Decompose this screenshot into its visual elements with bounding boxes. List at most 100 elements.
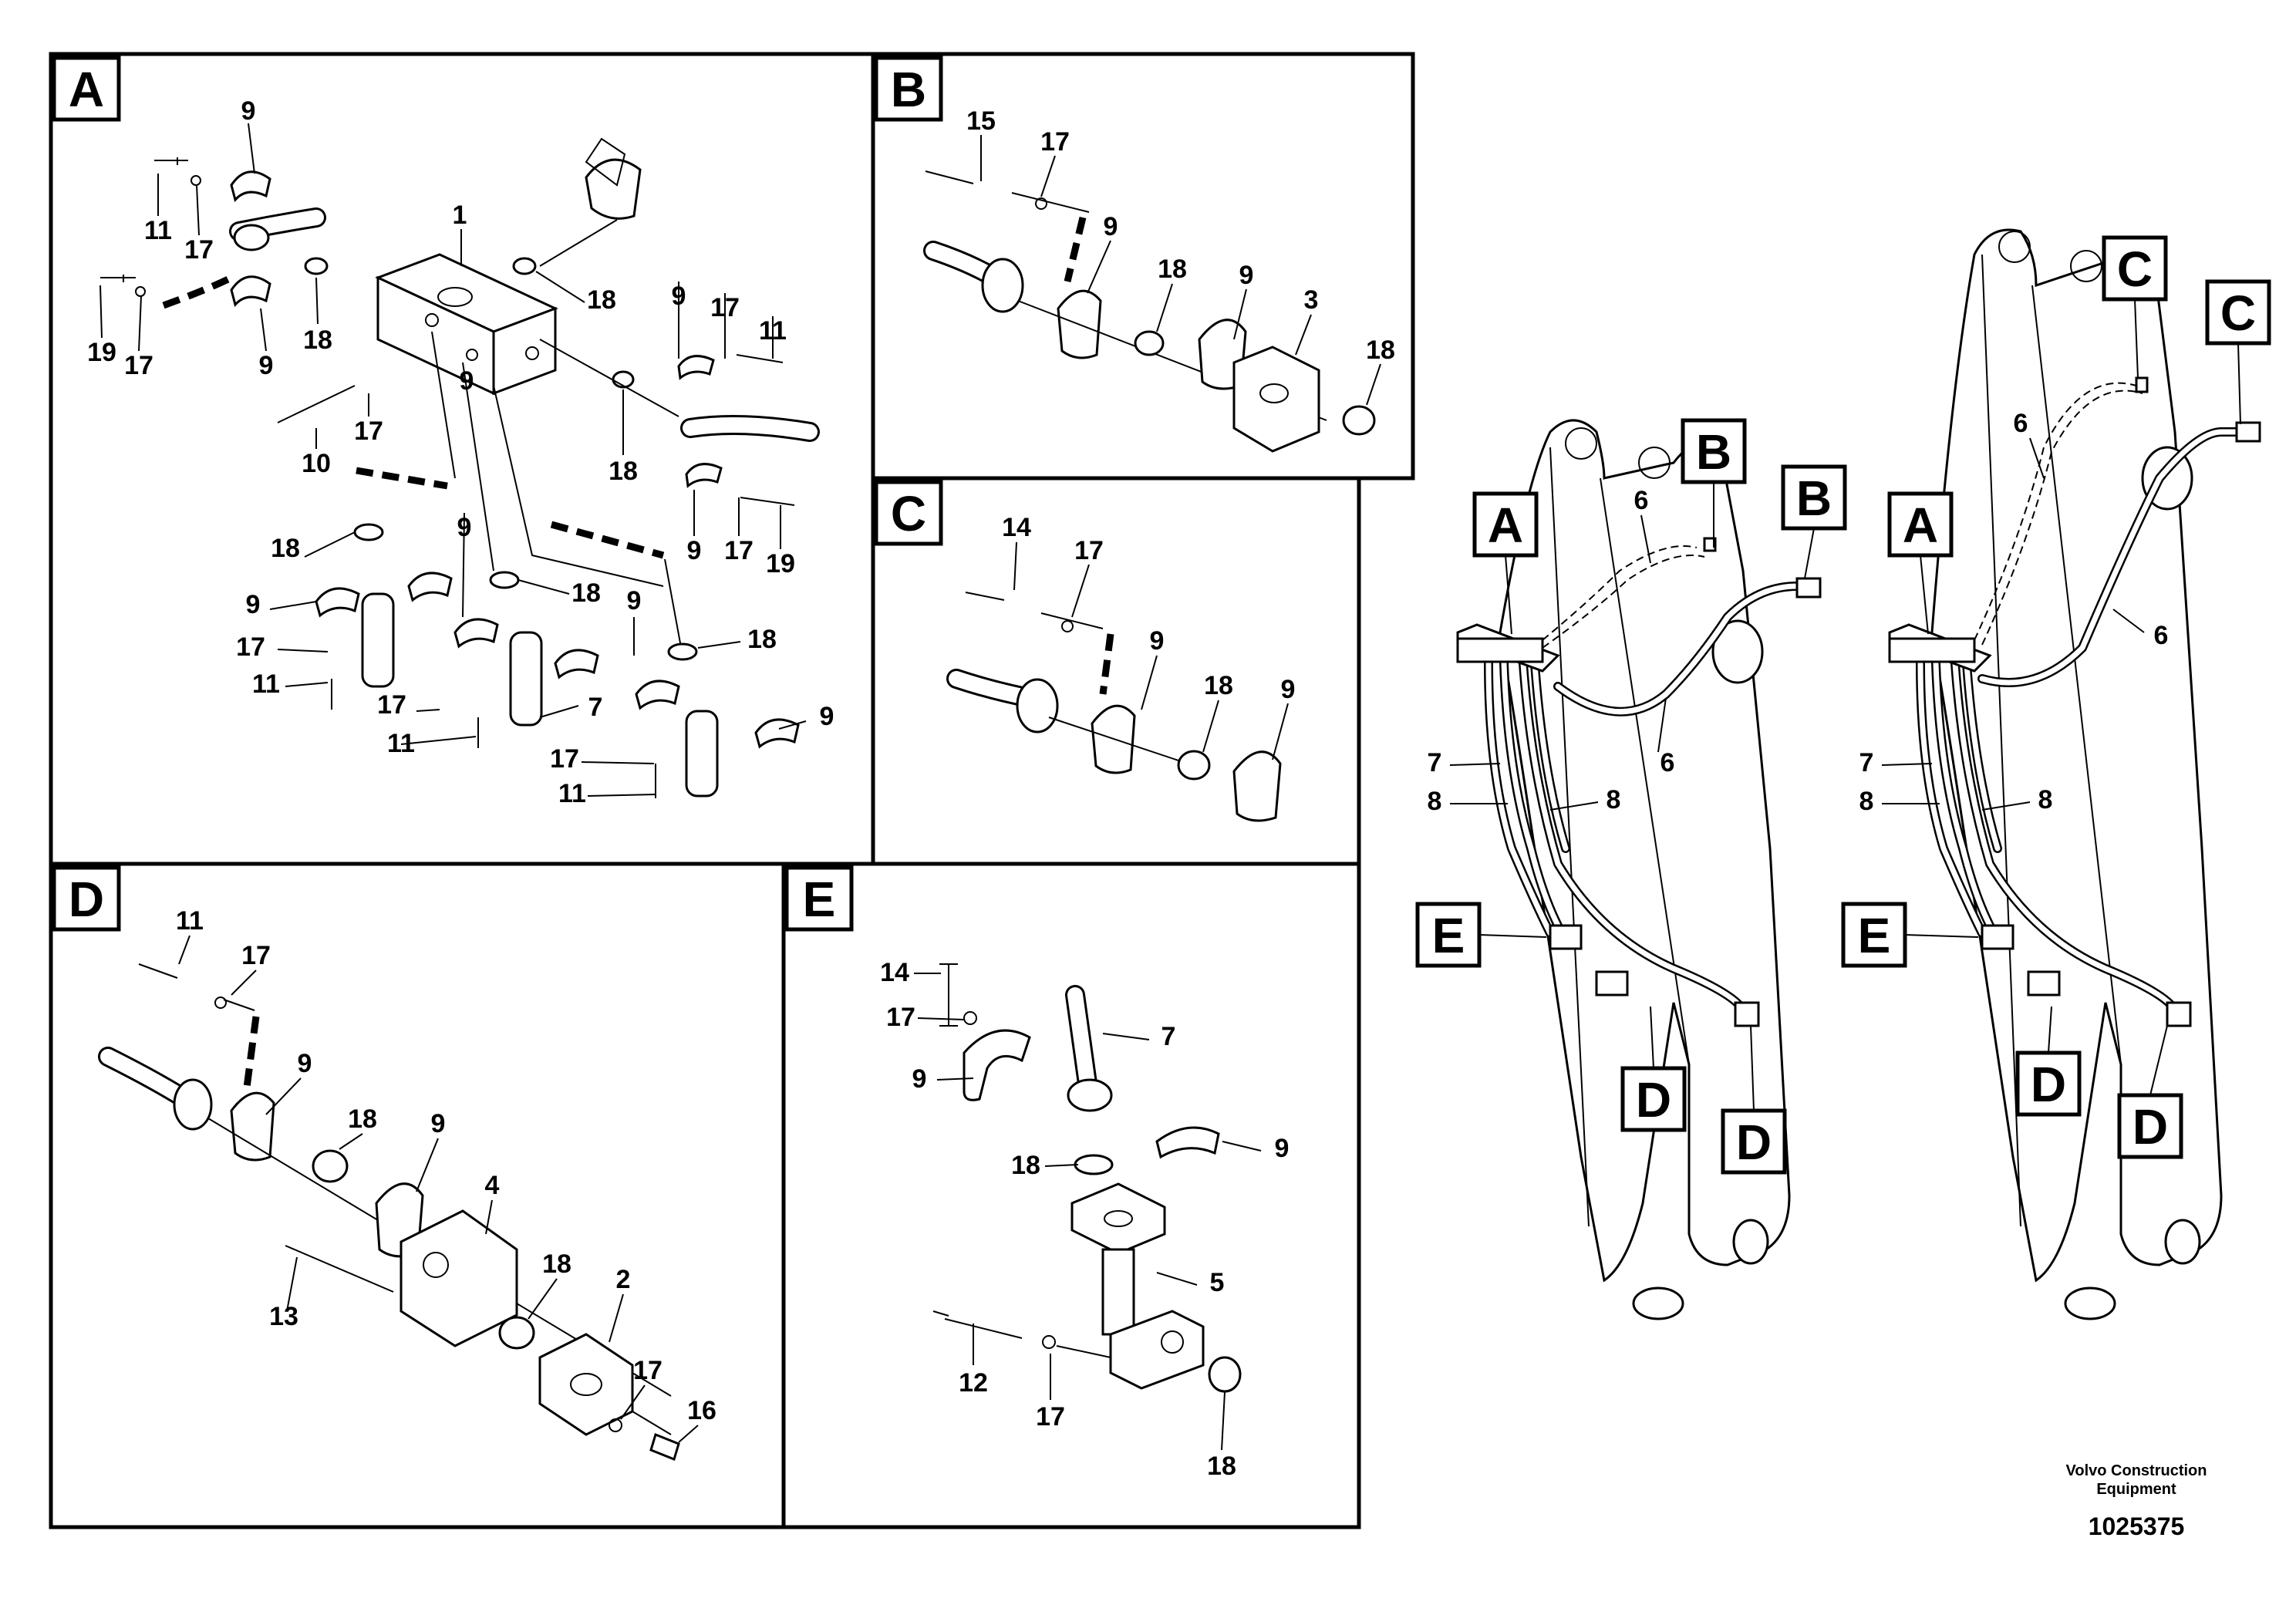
tag-d-right-2: D (2117, 1093, 2183, 1159)
callout: 16 (687, 1396, 716, 1425)
panel-c-callouts: 14 17 9 18 9 (1002, 513, 1295, 760)
callout: 9 (1104, 212, 1118, 241)
overview-left-labels: A B B E D D 6 6 7 8 8 (1415, 418, 1847, 1175)
callout: 17 (184, 235, 214, 265)
callout: 8 (2038, 785, 2053, 814)
company-name-line2: Equipment (2096, 1481, 2176, 1498)
footer: Volvo Construction Equipment 1025375 (2066, 1462, 2207, 1540)
callout: 7 (1161, 1022, 1176, 1051)
block-4 (400, 1209, 518, 1347)
callout: 9 (259, 351, 274, 380)
svg-text:A: A (1903, 497, 1938, 553)
callout: 18 (1011, 1151, 1040, 1180)
drawing-number: 1025375 (2089, 1512, 2185, 1540)
company-name: Volvo Construction (2066, 1462, 2207, 1479)
callout: 18 (1158, 255, 1187, 284)
callout: 17 (550, 744, 579, 774)
callout: 18 (571, 578, 601, 608)
panel-c-tag: C (874, 480, 943, 546)
callout: 9 (820, 702, 834, 731)
panel-d-artwork (98, 963, 680, 1462)
callout: 14 (880, 958, 909, 987)
callout: 18 (348, 1104, 377, 1134)
callout: 12 (959, 1368, 988, 1398)
callout: 9 (1150, 626, 1165, 656)
callout: 9 (1239, 261, 1254, 290)
panel-e-callouts: 14 17 7 9 18 9 5 12 17 18 (880, 958, 1289, 1481)
callout: 6 (1634, 486, 1649, 515)
callout: 18 (271, 534, 300, 563)
callout: 5 (1210, 1268, 1225, 1297)
panel-e-tag: E (784, 865, 854, 932)
tag-a-right: A (1887, 491, 1954, 558)
callout: 17 (1036, 1402, 1065, 1431)
callout: 18 (1204, 671, 1233, 700)
overview-right-boom (1888, 228, 2261, 1320)
callout: 17 (236, 632, 265, 662)
callout: 9 (460, 366, 474, 396)
callout: 11 (558, 779, 586, 808)
callout: 9 (298, 1049, 312, 1078)
svg-text:D: D (1736, 1114, 1772, 1170)
tag-e-right: E (1841, 902, 1907, 968)
callout: 9 (431, 1109, 446, 1138)
manifold-block-side (492, 306, 557, 396)
overview-right-labels: C C A E D D 6 6 7 8 8 (1841, 235, 2271, 1159)
callout: 17 (886, 1003, 915, 1032)
callout: 13 (269, 1302, 298, 1331)
panel-d-callouts: 11 17 9 18 9 4 13 18 2 17 16 (176, 906, 716, 1443)
tag-d-right-1: D (2015, 1050, 2082, 1117)
panel-e-artwork (932, 963, 1242, 1393)
callout: 17 (1074, 536, 1104, 565)
callout: 18 (609, 457, 638, 486)
callout: 11 (252, 669, 280, 699)
callout: 3 (1304, 285, 1319, 315)
panel-c-artwork (946, 592, 1282, 822)
tag-b-left-1: B (1681, 418, 1747, 484)
svg-text:D: D (69, 872, 104, 927)
tag-d-left-2: D (1721, 1108, 1787, 1175)
tag-b-left-2: B (1781, 464, 1847, 531)
tag-c-right-1: C (2102, 235, 2168, 302)
panel-a-frame (49, 52, 875, 866)
svg-text:C: C (2220, 285, 2256, 341)
callout: 17 (1040, 127, 1070, 157)
callout: 14 (1002, 513, 1031, 542)
tag-d-left-1: D (1620, 1066, 1687, 1132)
callout: 18 (587, 285, 616, 315)
svg-text:E: E (1432, 908, 1465, 963)
callout: 17 (354, 416, 383, 446)
callout: 19 (87, 338, 116, 367)
svg-text:D: D (2132, 1099, 2168, 1155)
svg-text:B: B (1796, 470, 1832, 526)
callout: 8 (1859, 787, 1874, 816)
svg-text:A: A (69, 62, 104, 117)
tag-e-left: E (1415, 902, 1482, 968)
svg-text:C: C (2117, 241, 2153, 297)
callout: 6 (2014, 409, 2028, 438)
callout: 17 (377, 690, 406, 720)
callout: 18 (542, 1249, 571, 1279)
svg-text:C: C (891, 486, 926, 541)
callout: 6 (1660, 748, 1675, 777)
callout: 18 (1366, 336, 1395, 365)
callout: 9 (687, 536, 702, 565)
svg-text:B: B (891, 62, 926, 117)
callout: 11 (176, 906, 204, 936)
callout: 9 (1275, 1134, 1290, 1163)
callout: 7 (588, 693, 603, 722)
callout: 18 (747, 625, 777, 654)
callout: 2 (616, 1265, 631, 1294)
callout: 15 (966, 106, 996, 136)
overview-left-boom (1456, 419, 1822, 1320)
tag-c-right-2: C (2205, 279, 2271, 346)
svg-text:E: E (803, 872, 836, 927)
panel-a-callouts: 9 11 17 19 17 9 1 18 18 9 17 11 10 17 18… (87, 96, 834, 808)
svg-text:A: A (1488, 497, 1523, 553)
callout: 17 (124, 351, 153, 380)
block-3 (1232, 346, 1320, 453)
callout: 1 (453, 201, 467, 230)
callout: 9 (912, 1064, 927, 1094)
callout: 17 (633, 1356, 663, 1385)
